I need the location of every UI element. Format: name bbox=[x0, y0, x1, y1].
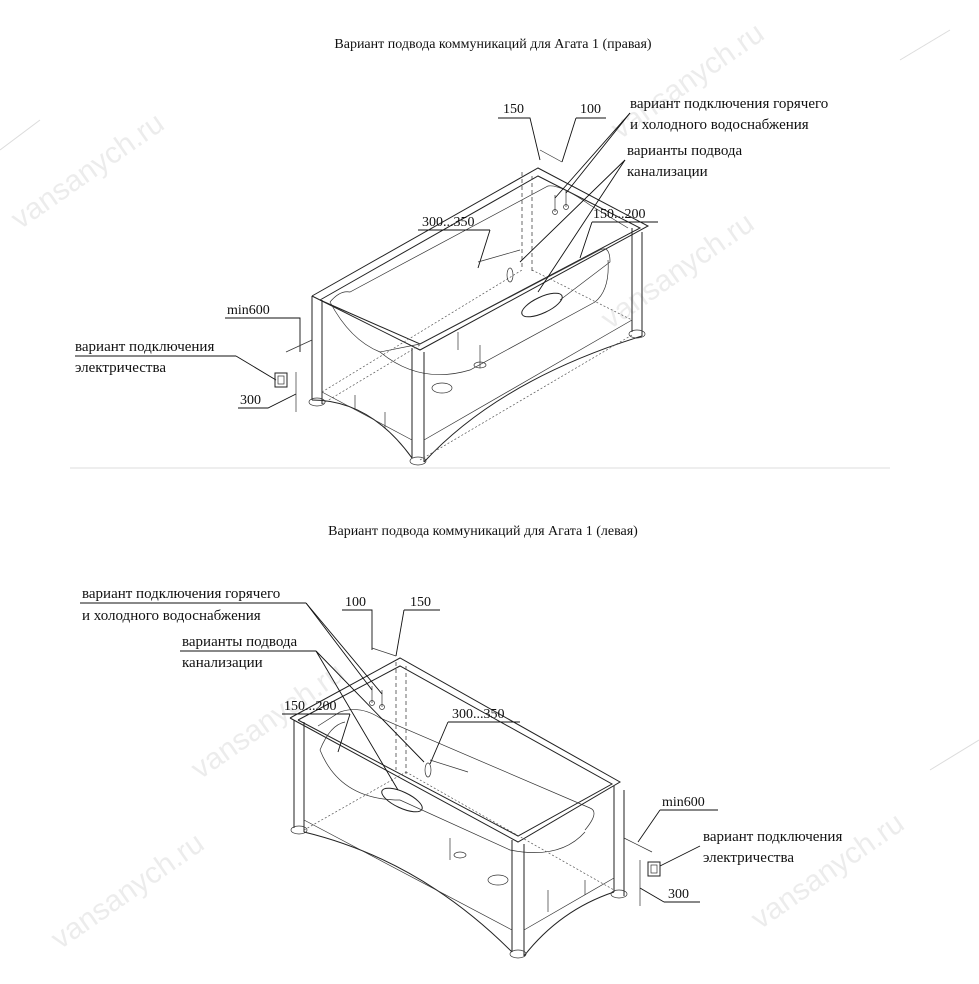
sewer-label-line1: варианты подвода bbox=[627, 143, 743, 159]
sewer-label-line1: варианты подвода bbox=[182, 634, 298, 650]
water-supply-label-line2: и холодного водоснабжения bbox=[82, 608, 261, 624]
electric-label-line2: электричества bbox=[75, 360, 166, 376]
electric-socket bbox=[647, 861, 661, 877]
electric-socket bbox=[274, 372, 288, 388]
dimensions bbox=[225, 117, 658, 412]
bathtub-frame bbox=[289, 657, 628, 959]
diagram-title: Вариант подвода коммуникаций для Агата 1… bbox=[328, 524, 638, 539]
electric-label-line1: вариант подключения bbox=[703, 829, 842, 845]
dim-150-label: 150 bbox=[503, 102, 524, 117]
dim-min600-label: min600 bbox=[662, 795, 705, 810]
dim-100-label: 100 bbox=[580, 102, 601, 117]
dim-150-200-label: 150...200 bbox=[284, 699, 337, 714]
dim-300-350-label: 300...350 bbox=[452, 707, 505, 722]
water-supply-label-line1: вариант подключения горячего bbox=[630, 96, 828, 112]
label-leaders bbox=[75, 112, 631, 381]
label-leaders bbox=[80, 602, 701, 867]
watermark-group: vansanych.ru vansanych.ru vansanych.ru v… bbox=[5, 16, 910, 955]
sewer-label-line2: канализации bbox=[627, 164, 708, 180]
electric-label-line2: электричества bbox=[703, 850, 794, 866]
dim-min600-label: min600 bbox=[227, 303, 270, 318]
sewer-label-line2: канализации bbox=[182, 655, 263, 671]
electric-label-line1: вариант подключения bbox=[75, 339, 214, 355]
dim-150-label: 150 bbox=[410, 595, 431, 610]
dim-300-label: 300 bbox=[668, 887, 689, 902]
bathtub-frame bbox=[308, 167, 650, 466]
dim-100-label: 100 bbox=[345, 595, 366, 610]
water-supply-label-line1: вариант подключения горячего bbox=[82, 586, 280, 602]
diagram-title: Вариант подвода коммуникаций для Агата 1… bbox=[334, 37, 652, 52]
diagram-left: Вариант подвода коммуникаций для Агата 1… bbox=[80, 524, 842, 959]
diagram-right: Вариант подвода коммуникаций для Агата 1… bbox=[70, 37, 890, 469]
dimensions bbox=[282, 609, 718, 906]
watermark-text: vansanych.ru bbox=[45, 826, 210, 955]
watermark-text: vansanych.ru bbox=[595, 206, 760, 335]
dim-150-200-label: 150...200 bbox=[593, 207, 646, 222]
water-supply-label-line2: и холодного водоснабжения bbox=[630, 117, 809, 133]
dim-300-350-label: 300...350 bbox=[422, 215, 475, 230]
watermark-text: vansanych.ru bbox=[5, 106, 170, 235]
corner-marks bbox=[0, 29, 979, 771]
watermark-text: vansanych.ru bbox=[745, 806, 910, 935]
dim-300-label: 300 bbox=[240, 393, 261, 408]
